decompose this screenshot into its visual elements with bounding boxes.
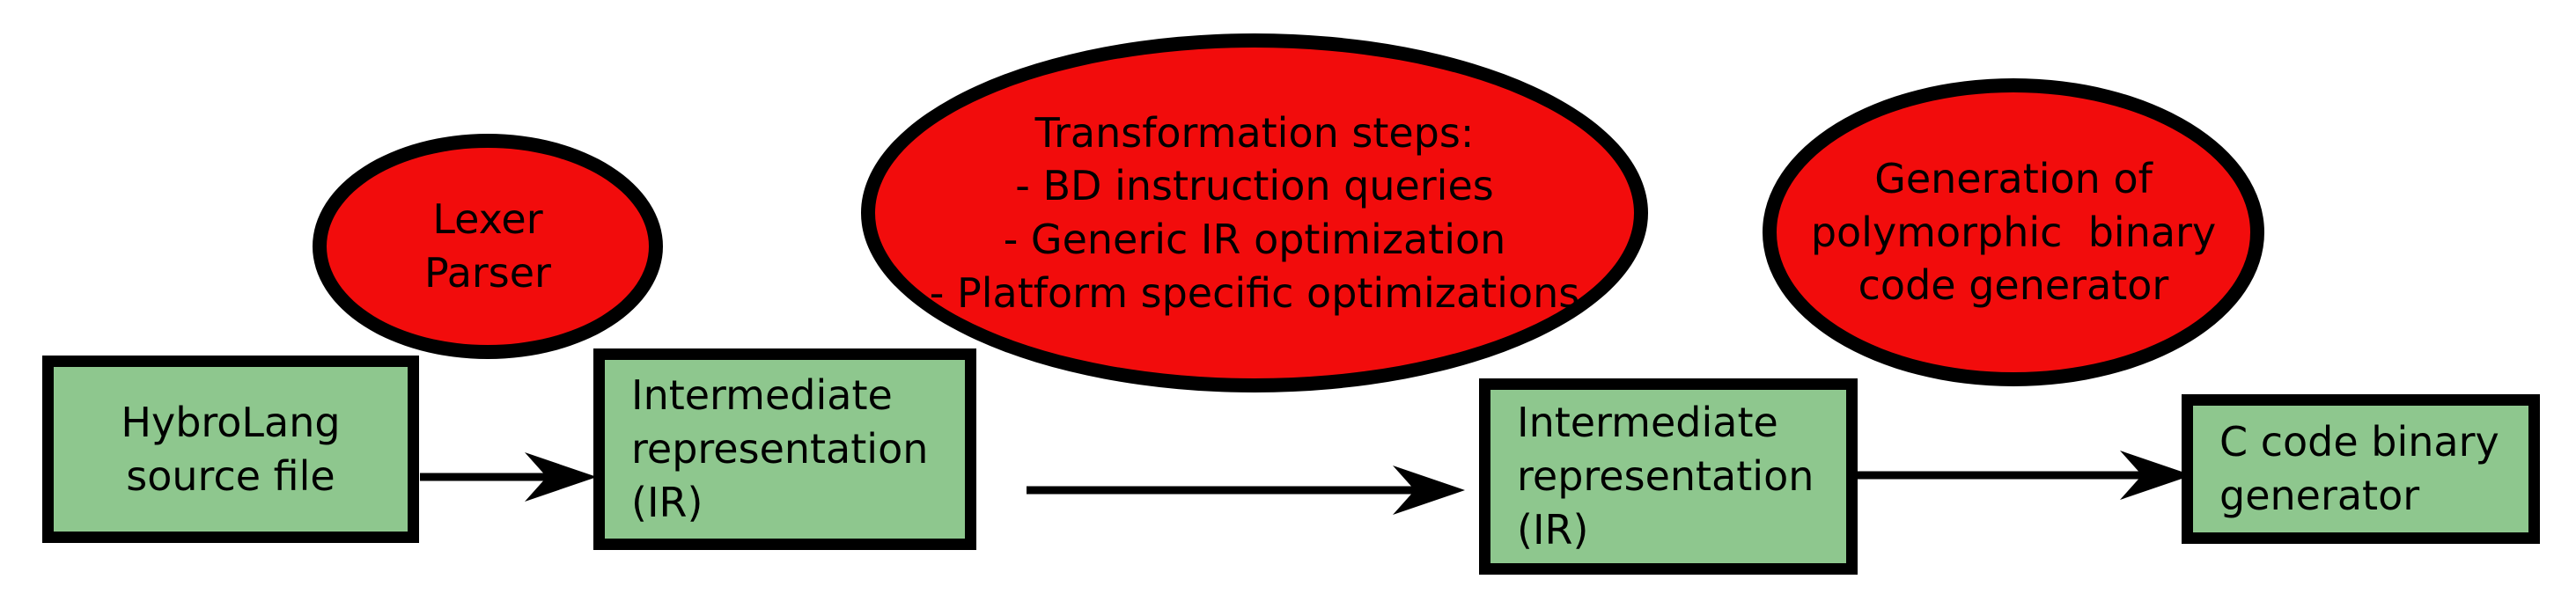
box-intermediate-representation-1: Intermediate representation (IR)	[593, 348, 976, 550]
box-hybrolang-source-file-label: HybroLang source file	[121, 398, 341, 500]
box-intermediate-representation-2-label: Intermediate representation (IR)	[1517, 399, 1814, 554]
ellipse-transformation-steps: Transformation steps: - BD instruction q…	[861, 33, 1648, 392]
ellipse-polymorphic-generator-label: Generation of polymorphic binary code ge…	[1810, 154, 2217, 310]
arrow-ir-to-ir	[1027, 466, 1465, 515]
arrow-ir-to-generator	[1858, 451, 2192, 500]
ellipse-lexer-parser: Lexer Parser	[313, 134, 663, 359]
box-c-code-binary-generator-label: C code binary generator	[2219, 418, 2499, 519]
ellipse-lexer-parser-label: Lexer Parser	[424, 195, 551, 297]
box-c-code-binary-generator: C code binary generator	[2182, 394, 2540, 544]
box-intermediate-representation-2: Intermediate representation (IR)	[1479, 378, 1858, 575]
box-hybrolang-source-file: HybroLang source file	[42, 356, 419, 543]
box-intermediate-representation-1-label: Intermediate representation (IR)	[631, 371, 929, 526]
ellipse-polymorphic-generator: Generation of polymorphic binary code ge…	[1763, 78, 2264, 386]
arrow-source-to-ir	[420, 452, 597, 502]
ellipse-transformation-steps-label: Transformation steps: - BD instruction q…	[929, 108, 1580, 317]
